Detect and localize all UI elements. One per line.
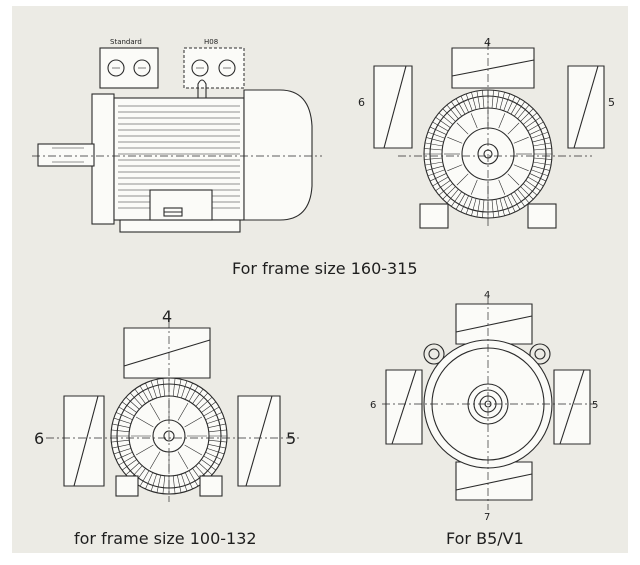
position-label-5: 5 — [608, 96, 615, 109]
position-label-6: 6 — [34, 429, 44, 448]
motor-end-view-160-315: 4 6 5 — [358, 36, 615, 229]
position-label-4: 4 — [484, 290, 490, 301]
motor-side-view: Standard H08 — [32, 38, 322, 233]
position-label-6: 6 — [370, 400, 376, 411]
fan-cover — [243, 89, 313, 221]
motor-drawings: Standard H08 — [32, 36, 615, 523]
position-label-4: 4 — [484, 36, 491, 49]
position-label-7: 7 — [484, 512, 490, 523]
position-label-6: 6 — [358, 96, 365, 109]
position-label-4: 4 — [162, 307, 172, 326]
motor-end-view-100-132: 4 6 5 — [34, 307, 302, 502]
drawing-sheet: Standard H08 — [12, 6, 628, 553]
caption-b5-v1: For B5/V1 — [446, 529, 524, 548]
position-label-5: 5 — [592, 400, 598, 411]
position-label-5: 5 — [286, 429, 296, 448]
motor-flange-view-b5-v1: 4 6 5 7 — [370, 290, 598, 523]
box-label-standard: Standard — [110, 38, 142, 46]
shaft — [37, 143, 95, 167]
terminal-box-h08 — [183, 47, 245, 89]
terminal-box-standard — [99, 47, 159, 89]
caption-frame-100-132: for frame size 100-132 — [74, 529, 257, 548]
caption-frame-160-315: For frame size 160-315 — [232, 259, 418, 278]
box-label-h08: H08 — [204, 38, 218, 46]
